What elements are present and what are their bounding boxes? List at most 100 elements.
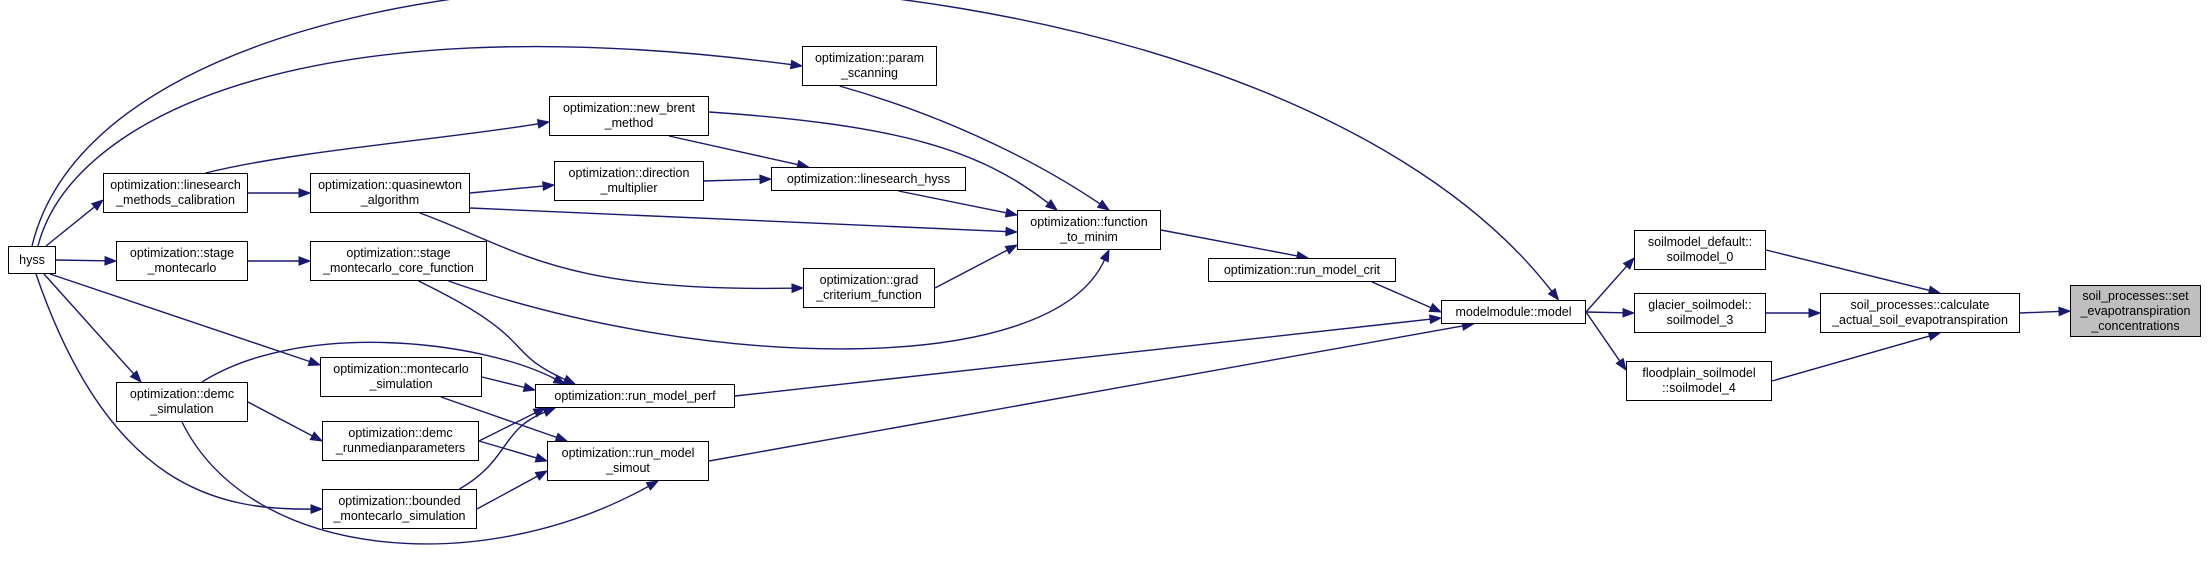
edge-hyss-to-ls_cal bbox=[45, 206, 95, 247]
node-demc-simulation[interactable]: optimization::demc _simulation bbox=[116, 382, 248, 422]
node-param-scanning[interactable]: optimization::param _scanning bbox=[802, 46, 937, 86]
edge-sm0-to-calc bbox=[1765, 249, 1930, 292]
edge-dir_mult-to-ls_hyss bbox=[703, 178, 761, 182]
edge-bounded-to-run_simout bbox=[476, 475, 538, 510]
edge-model-to-sm3 bbox=[1585, 311, 1624, 314]
node-soilmodel-4[interactable]: floodplain_soilmodel ::soilmodel_4 bbox=[1626, 361, 1772, 401]
arrowhead-mc_sim-to-run_perf bbox=[522, 382, 537, 393]
arrowhead-param_scan-to-func_min bbox=[1096, 199, 1111, 211]
arrowhead-stage_mc-to-stage_core bbox=[298, 256, 312, 266]
node-function-to-minim[interactable]: optimization::function _to_minim bbox=[1017, 210, 1161, 250]
edge-hyss-to-bounded bbox=[35, 273, 312, 510]
arrowhead-model-to-sm0 bbox=[1622, 256, 1635, 270]
edge-stage_core-to-func_min bbox=[448, 259, 1106, 350]
edge-run_perf-to-model bbox=[734, 318, 1431, 397]
arrowhead-hyss-to-demc bbox=[129, 370, 142, 384]
arrowhead-bounded-to-run_perf bbox=[542, 407, 557, 417]
node-set-evapotranspiration-concentrations: soil_processes::set _evapotranspiration … bbox=[2070, 285, 2201, 337]
edge-func_min-to-run_crit bbox=[1160, 229, 1298, 257]
node-montecarlo-simulation[interactable]: optimization::montecarlo _simulation bbox=[320, 357, 482, 397]
arrowhead-hyss-to-ls_cal bbox=[90, 199, 105, 212]
arrowhead-quasi-to-dir_mult bbox=[542, 181, 556, 191]
node-calculate-actual-soil-evapotranspiration[interactable]: soil_processes::calculate _actual_soil_e… bbox=[1820, 293, 2020, 333]
node-demc-runmedianparameters[interactable]: optimization::demc _runmedianparameters bbox=[322, 421, 479, 461]
edge-ls_hyss-to-func_min bbox=[898, 190, 1007, 214]
edge-demc-to-demc_run bbox=[247, 401, 313, 437]
node-stage-montecarlo[interactable]: optimization::stage _montecarlo bbox=[116, 241, 248, 281]
edge-quasi-to-func_min bbox=[469, 207, 1007, 233]
edge-model-to-sm4 bbox=[1585, 311, 1621, 362]
node-direction-multiplier[interactable]: optimization::direction _multiplier bbox=[554, 161, 704, 201]
edge-model-to-sm0 bbox=[1585, 265, 1628, 313]
call-edges bbox=[31, 0, 2072, 545]
arrowhead-ls_cal-to-new_brent bbox=[536, 119, 551, 129]
edge-calc-to-target bbox=[2019, 310, 2060, 314]
arrowhead-demc-to-run_perf bbox=[552, 374, 567, 385]
arrowhead-stage_core-to-run_perf bbox=[562, 374, 577, 385]
edge-quasi-to-dir_mult bbox=[469, 185, 544, 194]
node-soilmodel-0[interactable]: soilmodel_default:: soilmodel_0 bbox=[1634, 230, 1766, 270]
node-modelmodule-model[interactable]: modelmodule::model bbox=[1441, 300, 1586, 324]
edge-bounded-to-run_perf bbox=[459, 411, 546, 490]
node-linesearch-hyss[interactable]: optimization::linesearch_hyss bbox=[771, 167, 966, 191]
edge-hyss-to-param_scan bbox=[37, 45, 792, 247]
arrowhead-hyss-to-model bbox=[1547, 287, 1560, 302]
edge-demc-to-run_simout bbox=[181, 421, 649, 545]
arrowhead-hyss-to-param_scan bbox=[789, 59, 804, 70]
edge-demc-to-run_perf bbox=[201, 341, 556, 383]
arrowhead-quasi-to-func_min bbox=[1005, 226, 1019, 237]
node-grad-criterium-function[interactable]: optimization::grad _criterium_function bbox=[803, 268, 935, 308]
arrowhead-demc-to-run_simout bbox=[645, 480, 660, 491]
edge-stage_core-to-run_perf bbox=[418, 280, 566, 381]
arrowhead-ls_hyss-to-func_min bbox=[1004, 207, 1019, 218]
arrowhead-demc_run-to-run_simout bbox=[534, 453, 549, 463]
arrowhead-model-to-sm4 bbox=[1615, 357, 1627, 372]
arrowhead-stage_core-to-func_min bbox=[1099, 248, 1110, 263]
node-run-model-crit[interactable]: optimization::run_model_crit bbox=[1208, 258, 1396, 282]
arrowhead-demc_run-to-run_perf bbox=[532, 407, 547, 418]
node-quasinewton-algorithm[interactable]: optimization::quasinewton _algorithm bbox=[310, 173, 470, 213]
node-run-model-perf[interactable]: optimization::run_model_perf bbox=[535, 384, 735, 408]
arrowhead-model-to-sm3 bbox=[1622, 307, 1636, 318]
edge-run_crit-to-model bbox=[1371, 281, 1432, 309]
node-soilmodel-3[interactable]: glacier_soilmodel:: soilmodel_3 bbox=[1634, 293, 1766, 333]
edge-grad-to-func_min bbox=[934, 249, 1008, 289]
arrowhead-calc-to-target bbox=[2058, 306, 2072, 317]
arrowhead-sm3-to-calc bbox=[1808, 308, 1822, 318]
edge-hyss-to-mc_sim bbox=[49, 273, 310, 363]
arrowhead-quasi-to-grad bbox=[791, 283, 805, 294]
edge-run_simout-to-model bbox=[708, 325, 1463, 462]
edge-demc_run-to-run_perf bbox=[478, 412, 536, 442]
edge-hyss-to-model bbox=[31, 0, 1553, 292]
arrowhead-bounded-to-run_simout bbox=[534, 470, 549, 481]
edge-hyss-to-demc bbox=[43, 273, 135, 375]
node-run-model-simout[interactable]: optimization::run_model _simout bbox=[547, 441, 709, 481]
arrowhead-grad-to-func_min bbox=[1004, 244, 1019, 255]
node-stage-montecarlo-core-function[interactable]: optimization::stage _montecarlo_core_fun… bbox=[310, 241, 487, 281]
arrowhead-demc-to-demc_run bbox=[309, 431, 324, 442]
edge-new_brent-to-ls_hyss bbox=[668, 135, 798, 166]
edge-hyss-to-stage_mc bbox=[55, 259, 106, 262]
node-bounded-montecarlo-simulation[interactable]: optimization::bounded _montecarlo_simula… bbox=[322, 489, 477, 529]
node-linesearch-methods-calibration[interactable]: optimization::linesearch _methods_calibr… bbox=[103, 173, 248, 213]
arrowhead-hyss-to-stage_mc bbox=[104, 255, 118, 266]
node-hyss[interactable]: hyss bbox=[8, 246, 56, 274]
node-new-brent-method[interactable]: optimization::new_brent _method bbox=[549, 96, 709, 136]
arrowhead-new_brent-to-func_min bbox=[1044, 199, 1059, 211]
arrowhead-hyss-to-mc_sim bbox=[307, 356, 322, 366]
arrowhead-sm4-to-calc bbox=[1927, 331, 1942, 341]
arrowhead-dir_mult-to-ls_hyss bbox=[759, 174, 773, 185]
arrowhead-hyss-to-bounded bbox=[310, 504, 324, 515]
edge-quasi-to-grad bbox=[419, 212, 793, 290]
edge-demc_run-to-run_simout bbox=[478, 440, 537, 459]
arrowhead-ls_cal-to-quasi bbox=[298, 188, 312, 198]
arrowhead-run_crit-to-model bbox=[1428, 302, 1443, 313]
edge-param_scan-to-func_min bbox=[839, 85, 1101, 205]
edge-mc_sim-to-run_perf bbox=[481, 376, 525, 389]
edge-sm4-to-calc bbox=[1771, 335, 1930, 382]
edge-new_brent-to-func_min bbox=[708, 111, 1049, 204]
arrowhead-run_perf-to-model bbox=[1429, 314, 1443, 325]
edge-ls_cal-to-new_brent bbox=[205, 123, 539, 174]
edge-mc_sim-to-run_simout bbox=[440, 396, 557, 439]
